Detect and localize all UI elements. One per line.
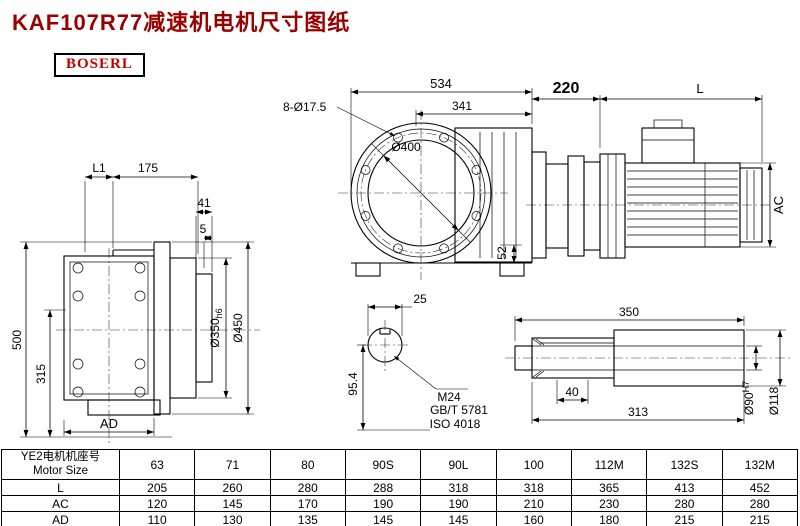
dim-center-height: 95.4 <box>346 372 360 396</box>
dim-value-cell: 205 <box>118 479 196 496</box>
dim-value-cell: 215 <box>721 511 799 526</box>
motor-size-header-en: Motor Size <box>33 464 88 477</box>
dim-value-cell: 145 <box>344 511 422 526</box>
dim-value-cell: 210 <box>495 495 572 512</box>
dim-value-cell: 145 <box>194 495 271 512</box>
shaft-end-view: 25 95.4 M24 GB/T 5781 ISO 4018 <box>346 292 488 431</box>
dim-overall-width: 534 <box>430 76 452 91</box>
dim-l1: L1 <box>92 161 106 175</box>
motor-size-header-cell: YE2电机机座号 Motor Size <box>1 449 120 480</box>
dim-shaft-total-length: 350 <box>619 305 639 319</box>
dim-value-cell: 190 <box>420 495 497 512</box>
dim-fit-length: 313 <box>628 405 648 419</box>
dim-foot-width-ad: AD <box>100 416 118 431</box>
label-bolt-holes: 8-Ø17.5 <box>283 100 327 114</box>
dim-value-cell: 260 <box>194 479 271 496</box>
dim-motor-length: L <box>696 81 703 96</box>
technical-drawing: 534 341 8-Ø17.5 Ø400 52 220 L AC <box>10 76 792 445</box>
dim-value-cell: 280 <box>646 495 723 512</box>
dim-value-cell: 280 <box>269 479 346 496</box>
size-col-header: 112M <box>570 449 648 480</box>
motor-size-header-cn: YE2电机机座号 <box>20 450 101 463</box>
dim-value-cell: 190 <box>344 495 422 512</box>
size-col-header: 90S <box>344 449 422 480</box>
note-iso-standard: ISO 4018 <box>430 417 481 431</box>
dim-value-cell: 280 <box>721 495 799 512</box>
dim-axis-height: 315 <box>34 364 48 384</box>
note-thread-m24: M24 <box>437 390 461 404</box>
dim-bore-diameter: Ø90H7 <box>741 381 756 415</box>
size-col-header: 100 <box>495 449 572 480</box>
side-view-drawing: L1 175 41 5 500 315 AD Ø350h6 Ø450 <box>10 161 260 445</box>
dim-value-cell: 170 <box>269 495 346 512</box>
dim-adapter-length: 220 <box>553 80 580 97</box>
dim-housing-width: 341 <box>452 99 472 113</box>
shaft-section-view: 350 40 313 Ø90H7 Ø118 <box>505 305 792 424</box>
dim-value-cell: 230 <box>570 495 648 512</box>
dim-outer-diameter: Ø118 <box>767 386 781 415</box>
table-row-AD: AD 110 130 135 145 145 160 180 215 215 <box>1 511 799 526</box>
size-col-header: 71 <box>194 449 271 480</box>
dim-value-cell: 110 <box>118 511 196 526</box>
dim-step-top: 41 <box>197 196 211 210</box>
note-gbt-standard: GB/T 5781 <box>430 403 488 417</box>
dim-row-label: L <box>1 479 120 496</box>
dim-value-cell: 130 <box>194 511 271 526</box>
dim-value-cell: 288 <box>344 479 422 496</box>
size-col-header: 132S <box>646 449 723 480</box>
dim-step-small: 5 <box>200 222 207 236</box>
dim-body-depth: 175 <box>138 161 158 175</box>
dim-value-cell: 120 <box>118 495 196 512</box>
dim-value-cell: 180 <box>570 511 648 526</box>
dim-value-cell: 160 <box>495 511 572 526</box>
dim-foot-height: 52 <box>495 246 509 260</box>
table-row-L: L 205 260 280 288 318 318 365 413 452 <box>1 479 799 496</box>
dim-value-cell: 318 <box>495 479 572 496</box>
dim-row-label: AC <box>1 495 120 512</box>
boserl-logo-text: BOSERL <box>66 56 133 72</box>
table-row-AC: AC 120 145 170 190 190 210 230 280 280 <box>1 495 799 512</box>
dim-value-cell: 215 <box>646 511 723 526</box>
dim-value-cell: 145 <box>420 511 497 526</box>
dim-value-cell: 452 <box>721 479 799 496</box>
dim-flange-od: Ø450 <box>231 313 245 343</box>
size-col-header: 80 <box>269 449 346 480</box>
front-view-drawing: 534 341 8-Ø17.5 Ø400 52 220 L AC <box>283 76 786 280</box>
dim-value-cell: 318 <box>420 479 497 496</box>
dim-row-label: AD <box>1 511 120 526</box>
boserl-logo: BOSERL <box>54 53 145 77</box>
dim-key-length: 40 <box>565 385 579 399</box>
dim-shaft-dia: 25 <box>413 292 427 306</box>
dim-motor-diameter: AC <box>771 196 786 214</box>
dim-flange-diameter: Ø400 <box>391 140 421 154</box>
dim-spigot-diameter: Ø350h6 <box>208 308 224 347</box>
page-title: KAF107R77减速机电机尺寸图纸 <box>12 10 351 35</box>
dim-value-cell: 135 <box>269 511 346 526</box>
dim-overall-height: 500 <box>10 330 24 350</box>
table-header-row: YE2电机机座号 Motor Size 63 71 80 90S 90L 100… <box>1 449 799 480</box>
size-col-header: 132M <box>721 449 799 480</box>
dim-value-cell: 413 <box>646 479 723 496</box>
motor-size-table: YE2电机机座号 Motor Size 63 71 80 90S 90L 100… <box>1 449 799 526</box>
size-col-header: 63 <box>118 449 196 480</box>
dim-value-cell: 365 <box>570 479 648 496</box>
size-col-header: 90L <box>420 449 497 480</box>
